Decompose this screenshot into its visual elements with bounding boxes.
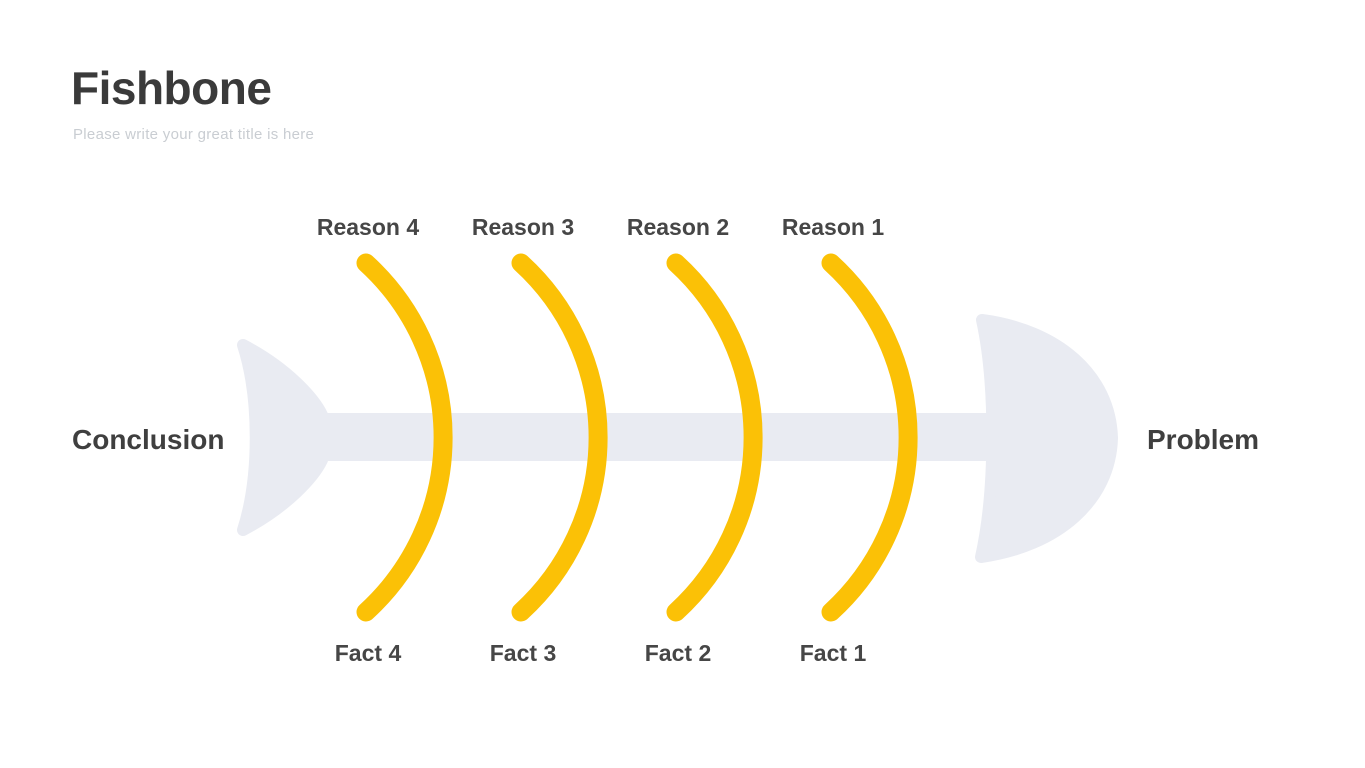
fish-spine-bar <box>300 413 1005 461</box>
reason-1-label: Reason 1 <box>781 214 885 240</box>
problem-label: Problem <box>1147 424 1260 455</box>
fact-3-label: Fact 3 <box>489 640 557 666</box>
reason-2-label: Reason 2 <box>626 214 730 240</box>
fish-tail-icon <box>237 339 328 536</box>
fish-head-icon <box>975 314 1118 563</box>
bone-arc-4 <box>821 253 918 622</box>
fact-2-label: Fact 2 <box>644 640 712 666</box>
fact-4-label: Fact 4 <box>334 640 402 666</box>
reason-4-label: Reason 4 <box>316 214 420 240</box>
page-title: Fishbone <box>71 62 272 114</box>
bone-arc-1 <box>356 253 453 622</box>
bone-arc-2 <box>511 253 608 622</box>
conclusion-label: Conclusion <box>72 424 225 455</box>
page-subtitle: Please write your great title is here <box>73 126 315 143</box>
reason-3-label: Reason 3 <box>471 214 575 240</box>
bone-arc-3 <box>666 253 763 622</box>
fact-1-label: Fact 1 <box>799 640 867 666</box>
